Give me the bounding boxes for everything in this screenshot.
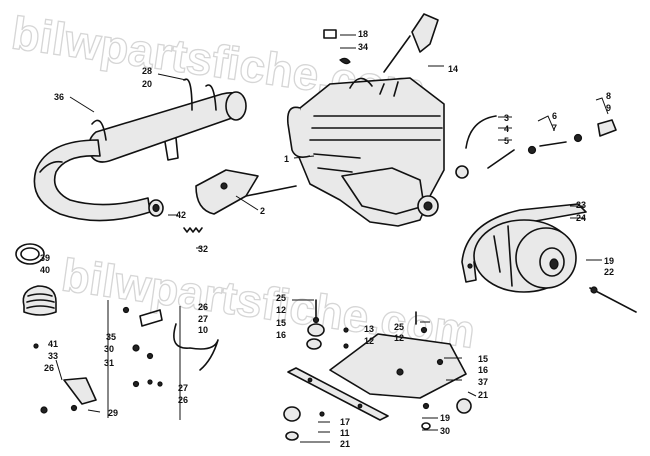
engine — [286, 77, 445, 227]
primer-fitting — [339, 57, 351, 65]
leader-lines — [55, 34, 609, 443]
callout-2: 2 — [260, 206, 265, 216]
callout-31: 31 — [104, 358, 114, 368]
link-rod-hardware — [455, 115, 617, 179]
callout-30: 30 — [440, 426, 450, 436]
callout-19: 19 — [440, 413, 450, 423]
callout-14: 14 — [448, 64, 458, 74]
callout-39: 39 — [40, 253, 50, 263]
callout-15: 15 — [478, 354, 488, 364]
callout-29: 29 — [108, 408, 118, 418]
muffler — [88, 91, 247, 163]
callout-17: 17 — [340, 417, 350, 427]
callout-19: 19 — [604, 256, 614, 266]
gasket — [15, 243, 45, 265]
callout-3: 3 — [504, 113, 509, 123]
hardware-cluster-left — [122, 306, 219, 388]
callout-22: 22 — [604, 267, 614, 277]
callout-30: 30 — [104, 344, 114, 354]
callout-12: 12 — [394, 333, 404, 343]
drive-clutch — [473, 219, 577, 293]
spring — [183, 227, 203, 233]
callout-13: 13 — [364, 324, 374, 334]
callout-6: 6 — [552, 111, 557, 121]
exhaust-manifold — [195, 169, 297, 215]
callout-26: 26 — [198, 302, 208, 312]
callout-9: 9 — [606, 103, 611, 113]
callout-41: 41 — [48, 339, 58, 349]
callout-35: 35 — [106, 332, 116, 342]
engine-mount-plate — [329, 333, 467, 399]
callout-16: 16 — [276, 330, 286, 340]
callout-33: 33 — [48, 351, 58, 361]
callout-25: 25 — [394, 322, 404, 332]
callout-27: 27 — [198, 314, 208, 324]
callout-28: 28 — [142, 66, 152, 76]
rubber-boot — [22, 285, 57, 316]
callout-26: 26 — [178, 395, 188, 405]
callout-32: 32 — [198, 244, 208, 254]
callout-34: 34 — [358, 42, 368, 52]
callout-labels: 1 2 3 4 5 6 7 8 9 10 11 12 12 12 13 14 1… — [40, 29, 614, 449]
callout-1: 1 — [284, 154, 289, 164]
callout-4: 4 — [504, 124, 509, 134]
mount-rail — [287, 367, 389, 421]
callout-24: 24 — [576, 213, 586, 223]
callout-40: 40 — [40, 265, 50, 275]
callout-10: 10 — [198, 325, 208, 335]
callout-16: 16 — [478, 365, 488, 375]
callout-21: 21 — [478, 390, 488, 400]
mount-stack-left — [306, 299, 325, 350]
bracket-lower-left — [33, 343, 97, 414]
callout-37: 37 — [478, 377, 488, 387]
callout-7: 7 — [552, 123, 557, 133]
callout-15: 15 — [276, 318, 286, 328]
recoil-handle — [383, 13, 439, 73]
callout-26: 26 — [44, 363, 54, 373]
callout-42: 42 — [176, 210, 186, 220]
exhaust-coupler — [148, 199, 164, 217]
callout-36: 36 — [54, 92, 64, 102]
callout-27: 27 — [178, 383, 188, 393]
callout-8: 8 — [606, 91, 611, 101]
clutch-bolt — [589, 286, 637, 313]
callout-20: 20 — [142, 79, 152, 89]
callout-12: 12 — [276, 305, 286, 315]
callout-21: 21 — [340, 439, 350, 449]
callout-23: 23 — [576, 200, 586, 210]
callout-5: 5 — [504, 136, 509, 146]
callout-25: 25 — [276, 293, 286, 303]
callout-11: 11 — [340, 428, 350, 438]
decal-tag — [323, 29, 337, 39]
callout-18: 18 — [358, 29, 368, 39]
callout-12: 12 — [364, 336, 374, 346]
mount-feet — [283, 398, 472, 441]
